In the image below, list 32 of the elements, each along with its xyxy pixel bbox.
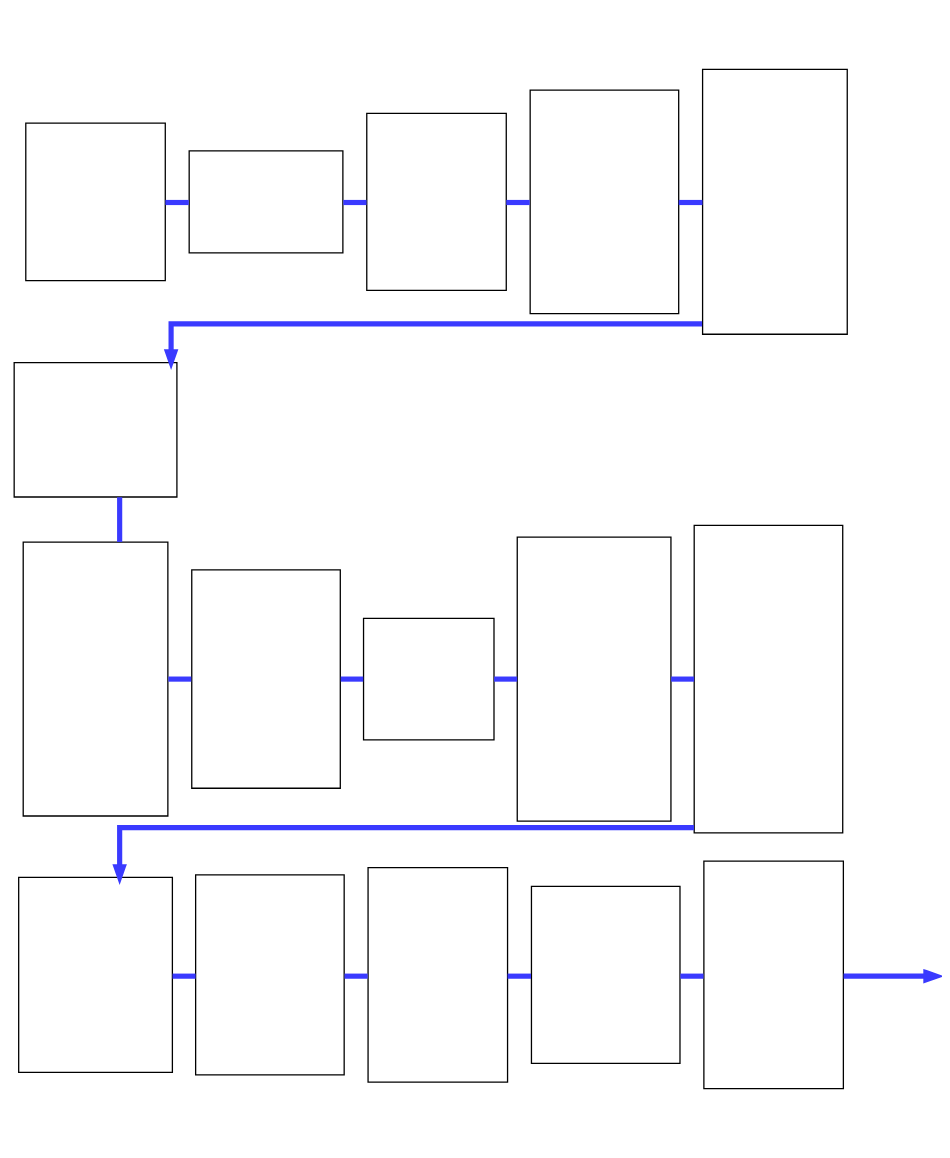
arrow — [163, 321, 702, 370]
connector — [344, 973, 368, 979]
node-box — [17, 876, 173, 1074]
node-box — [13, 362, 178, 498]
connector — [507, 973, 531, 979]
connector — [167, 676, 191, 682]
connector — [678, 199, 702, 206]
connector — [340, 676, 363, 682]
node-box — [194, 874, 345, 1076]
connector — [164, 199, 189, 206]
node-box — [516, 536, 672, 822]
node-box — [362, 617, 495, 741]
node-box — [693, 524, 843, 834]
node-box — [24, 122, 166, 282]
connector — [116, 497, 122, 542]
node-box — [702, 860, 844, 1090]
connector — [505, 199, 530, 206]
node-box — [190, 569, 341, 789]
connector — [172, 973, 196, 979]
node-box — [366, 867, 508, 1083]
node-box — [365, 112, 507, 291]
connector — [342, 199, 367, 206]
connector — [679, 973, 703, 979]
node-box — [22, 541, 168, 817]
connector — [493, 676, 517, 682]
node-box — [188, 150, 344, 254]
connector — [670, 676, 694, 682]
node-box — [529, 89, 679, 315]
node-box — [701, 68, 848, 335]
arrow — [843, 968, 942, 984]
arrow — [111, 825, 694, 885]
node-box — [530, 885, 681, 1064]
